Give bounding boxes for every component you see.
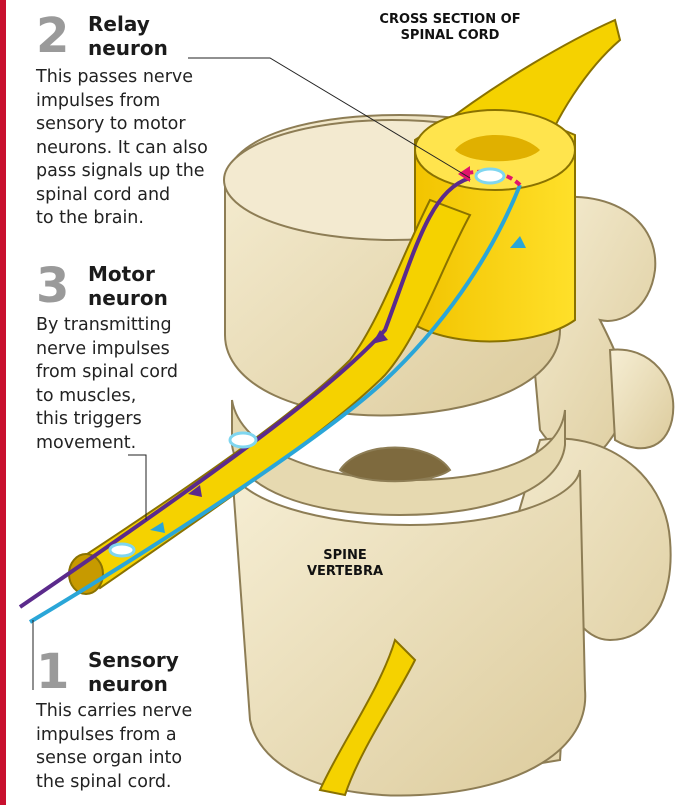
relay-number: 2 <box>36 12 69 60</box>
motor-number: 3 <box>36 262 69 310</box>
spine-vertebra-label: SPINE VERTEBRA <box>290 548 400 580</box>
motor-heading: Motor neuron <box>88 262 168 310</box>
relay-heading: Relay neuron <box>88 12 168 60</box>
impulse-glow <box>476 169 504 183</box>
sensory-heading: Sensory neuron <box>88 648 179 696</box>
sensory-number: 1 <box>36 648 69 696</box>
sensory-description: This carries nerve impulses from a sense… <box>36 700 192 794</box>
impulse-glow <box>230 433 256 447</box>
motor-description: By transmitting nerve impulses from spin… <box>36 314 178 455</box>
impulse-glow <box>110 544 134 556</box>
relay-description: This passes nerve impulses from sensory … <box>36 66 208 231</box>
cross-section-label: CROSS SECTION OF SPINAL CORD <box>360 12 540 44</box>
motor-leader-line <box>128 455 146 520</box>
